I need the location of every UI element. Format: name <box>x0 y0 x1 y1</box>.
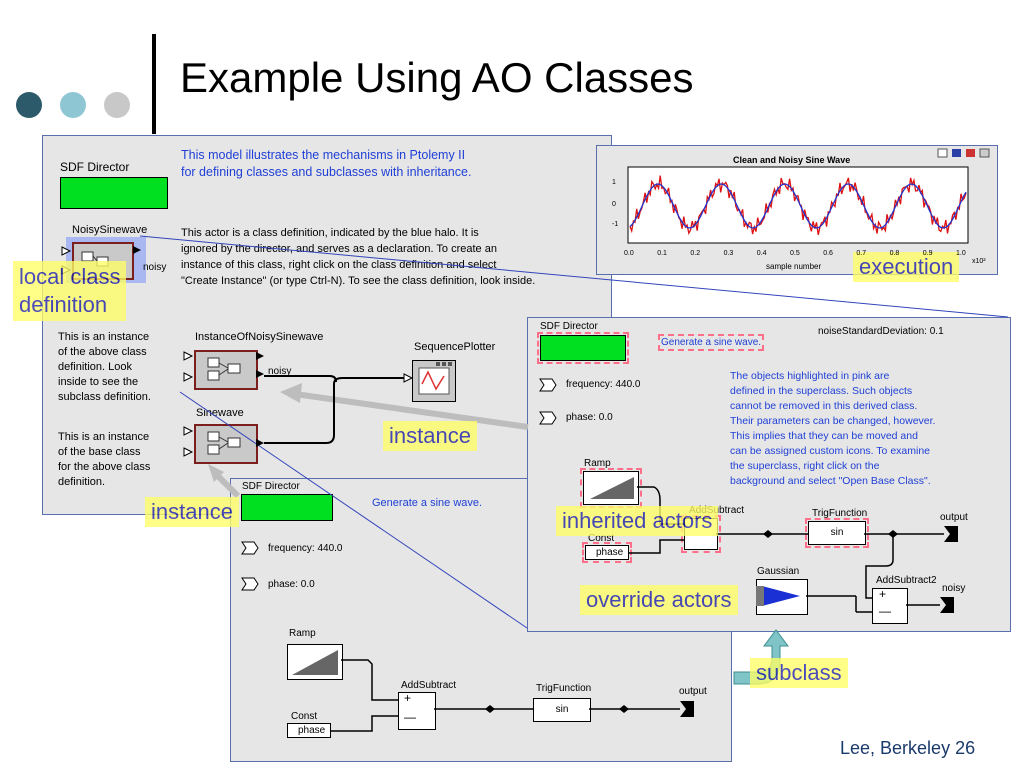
bullet-dot-dark <box>16 92 42 118</box>
sinewave-actor[interactable] <box>194 424 258 464</box>
sub-noisy-label: noisy <box>942 583 966 594</box>
callout-execution: execution <box>853 252 960 282</box>
base-ramp-label: Ramp <box>289 628 316 639</box>
plot-ytick: 0 <box>612 201 616 208</box>
bullet-dot-light <box>60 92 86 118</box>
callout-subclass: subclass <box>750 658 848 688</box>
bullet-dot-gray <box>104 92 130 118</box>
sub-phase-param[interactable]: phase: 0.0 <box>566 412 613 423</box>
plot-xtick: 0.7 <box>856 250 867 257</box>
instance1-port-label: noisy <box>268 366 292 377</box>
plot-xlabel: sample number <box>766 262 822 271</box>
base-phase-param[interactable]: phase: 0.0 <box>268 579 315 590</box>
sub-director-icon[interactable] <box>537 332 629 364</box>
slide-footer: Lee, Berkeley 26 <box>840 738 976 758</box>
callout-inherited: inherited actors <box>556 506 719 536</box>
class-name-label: NoisySinewave <box>72 224 148 236</box>
sub-trig-label: TrigFunction <box>812 508 868 519</box>
sub-trig-actor[interactable]: sin <box>805 518 869 548</box>
plotter-label: SequencePlotter <box>414 341 496 353</box>
plot-xtick: 0.6 <box>823 250 833 257</box>
sub-const-actor[interactable]: phase <box>582 542 632 563</box>
sub-const-label: Const <box>588 533 615 544</box>
base-addsubtract-label: AddSubtract <box>401 680 457 691</box>
plot-xtick: 0.0 <box>624 250 634 257</box>
base-output-label: output <box>679 686 707 697</box>
sequence-plotter-actor[interactable] <box>412 360 456 402</box>
base-const-actor[interactable]: phase <box>287 723 331 738</box>
base-trig-label: TrigFunction <box>536 683 592 694</box>
title-divider <box>152 34 156 134</box>
sub-ramp-actor[interactable] <box>580 468 642 508</box>
sub-description: Generate a sine wave. <box>657 334 765 351</box>
plot-xtick: 0.2 <box>690 250 701 257</box>
plot-ytick: -1 <box>612 221 619 228</box>
base-director-label: SDF Director <box>242 481 300 492</box>
sub-noise-param[interactable]: noiseStandardDeviation: 0.1 <box>818 326 944 337</box>
sub-gaussian-actor[interactable] <box>756 579 808 615</box>
main-director-icon[interactable] <box>60 177 168 209</box>
base-frequency-param[interactable]: frequency: 440.0 <box>268 543 343 554</box>
instance2-name-label: Sinewave <box>196 407 244 419</box>
base-ramp-actor[interactable] <box>287 644 343 680</box>
sub-note: The objects highlighted in pink are defi… <box>730 370 936 487</box>
sub-director-label: SDF Director <box>540 321 598 332</box>
class-port-label: noisy <box>143 262 167 273</box>
plot-xtick: 0.9 <box>922 250 933 257</box>
plot-xtick: 0.5 <box>790 250 800 257</box>
main-description: This model illustrates the mechanisms in… <box>181 148 472 179</box>
base-const-label: Const <box>291 711 318 722</box>
base-addsubtract-actor[interactable] <box>398 692 436 730</box>
instance-of-noisy-sinewave-actor[interactable] <box>194 350 258 390</box>
sub-output-label: output <box>940 512 968 523</box>
plot-xtick: 1.0 <box>956 250 966 257</box>
base-addsubtract-minus: — <box>404 710 416 724</box>
sub-ramp-label: Ramp <box>584 458 611 469</box>
plot-xtick: 0.4 <box>756 250 767 257</box>
callout-instance-a: instance <box>383 421 477 451</box>
instance1-name-label: InstanceOfNoisySinewave <box>195 331 324 343</box>
plot-ytick: 1 <box>612 179 616 186</box>
callout-local-class: local class definition <box>13 261 127 321</box>
instance2-description: This is an instance of the base class fo… <box>58 431 151 488</box>
plot-xtick: 0.8 <box>889 250 900 257</box>
plot-xtick: 0.1 <box>657 250 667 257</box>
base-description: Generate a sine wave. <box>372 497 483 509</box>
sub-gaussian-label: Gaussian <box>757 566 800 577</box>
main-director-label: SDF Director <box>60 160 130 174</box>
plot-xtick-suffix: x10² <box>972 258 986 265</box>
callout-instance-b: instance <box>145 497 239 527</box>
sub-addsubtract2-plus: + <box>879 587 887 601</box>
callout-override: override actors <box>580 585 738 615</box>
class-description: This actor is a class definition, indica… <box>181 227 536 287</box>
instance1-description: This is an instance of the above class d… <box>58 331 151 403</box>
sub-frequency-param[interactable]: frequency: 440.0 <box>566 379 641 390</box>
plot-xtick: 0.3 <box>723 250 734 257</box>
base-trig-actor[interactable]: sin <box>533 698 591 722</box>
plot-title: Clean and Noisy Sine Wave <box>733 155 851 165</box>
sub-addsubtract2-minus: — <box>879 604 891 618</box>
slide-title: Example Using AO Classes <box>180 54 694 101</box>
base-director-icon[interactable] <box>241 494 333 521</box>
sub-addsubtract2-label: AddSubtract2 <box>876 575 937 586</box>
base-addsubtract-plus: + <box>404 691 412 705</box>
